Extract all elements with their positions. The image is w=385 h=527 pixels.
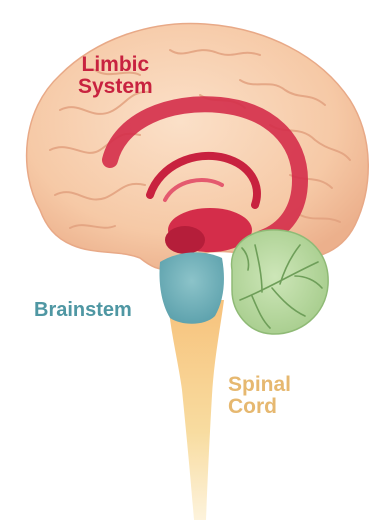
brainstem-shape <box>159 252 223 323</box>
limbic-system-label: Limbic System <box>78 54 153 98</box>
limbic-label-line2: System <box>78 76 153 98</box>
spinal-label-line1: Spinal <box>228 374 291 396</box>
limbic-amygdala <box>165 226 205 254</box>
limbic-label-line1: Limbic <box>78 54 153 76</box>
spinal-cord-label: Spinal Cord <box>228 374 291 418</box>
spinal-cord-shape <box>168 300 224 520</box>
brainstem-label: Brainstem <box>34 300 132 321</box>
spinal-label-line2: Cord <box>228 396 291 418</box>
